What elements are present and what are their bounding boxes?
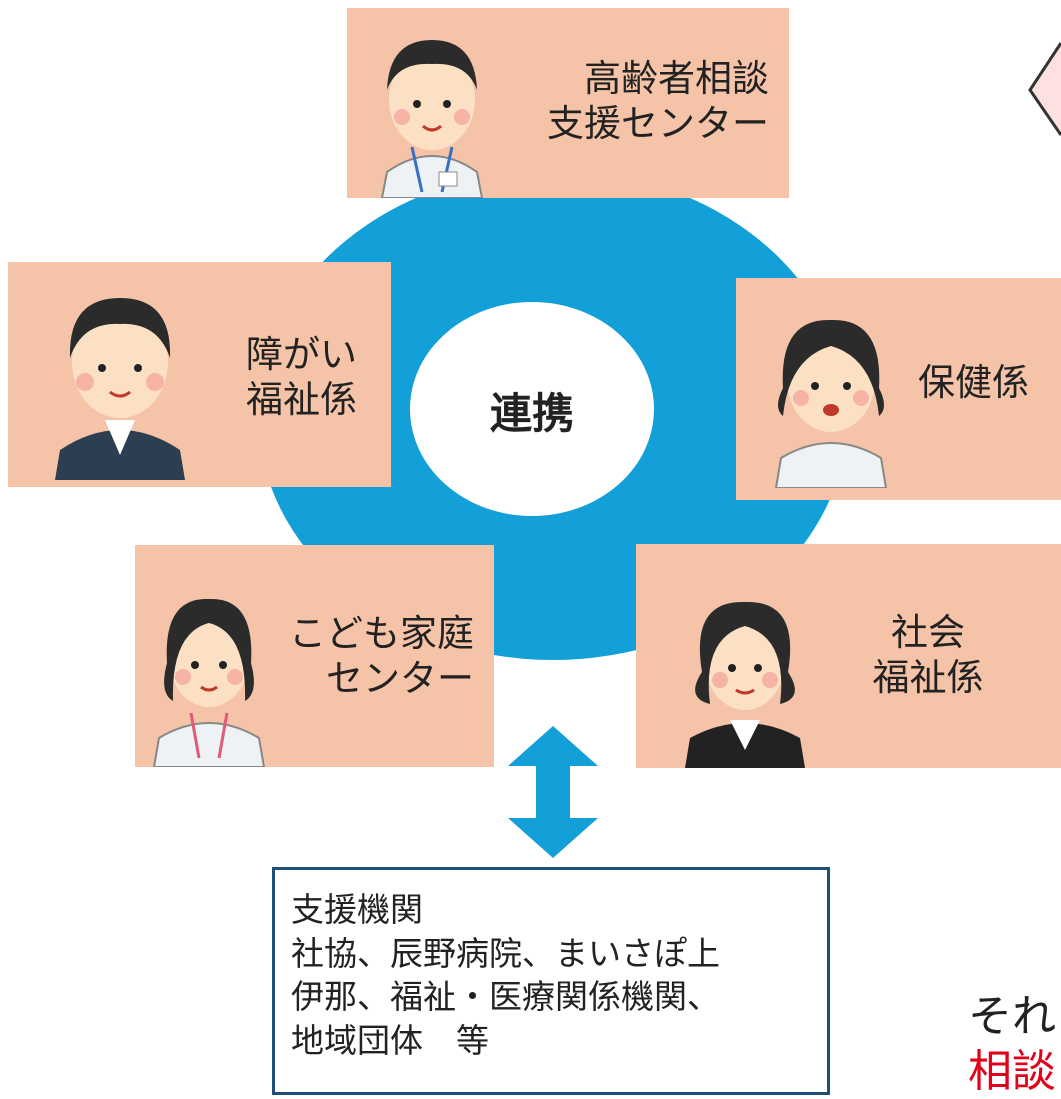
bottom-caption-line1: それ [968, 991, 1056, 1042]
card-children-label: こども家庭 センター [289, 612, 474, 701]
card-disability-label: 障がい 福祉係 [246, 333, 357, 422]
speech-bubble-edge [1028, 42, 1061, 136]
staff-person-icon [55, 298, 185, 480]
card-elderly-label: 高齢者相談 支援センター [547, 57, 769, 146]
support-organizations-text: 支援機関 社協、辰野病院、まいさぽ上 伊那、福祉・医療関係機関、 地域団体 等 [291, 890, 720, 1060]
card-children-family-center: こども家庭 センター [135, 545, 494, 767]
card-health-label: 保健係 [918, 361, 1029, 404]
staff-person-icon [774, 319, 888, 488]
double-arrow-icon [508, 726, 598, 858]
staff-person-icon [152, 598, 266, 767]
card-health: 保健係 [736, 278, 1061, 500]
staff-person-icon [685, 601, 805, 768]
card-social-welfare: 社会 福祉係 [636, 544, 1061, 768]
staff-person-icon [380, 40, 484, 198]
card-elderly-support-center: 高齢者相談 支援センター [347, 8, 789, 198]
center-label: 連携 [489, 389, 574, 438]
bottom-caption-line2: 相談 [968, 1046, 1056, 1097]
support-organizations-box: 支援機関 社協、辰野病院、まいさぽ上 伊那、福祉・医療関係機関、 地域団体 等 [272, 867, 830, 1095]
center-oval [410, 302, 654, 516]
card-disability-welfare: 障がい 福祉係 [8, 262, 391, 487]
card-social-label: 社会 福祉係 [872, 611, 984, 700]
